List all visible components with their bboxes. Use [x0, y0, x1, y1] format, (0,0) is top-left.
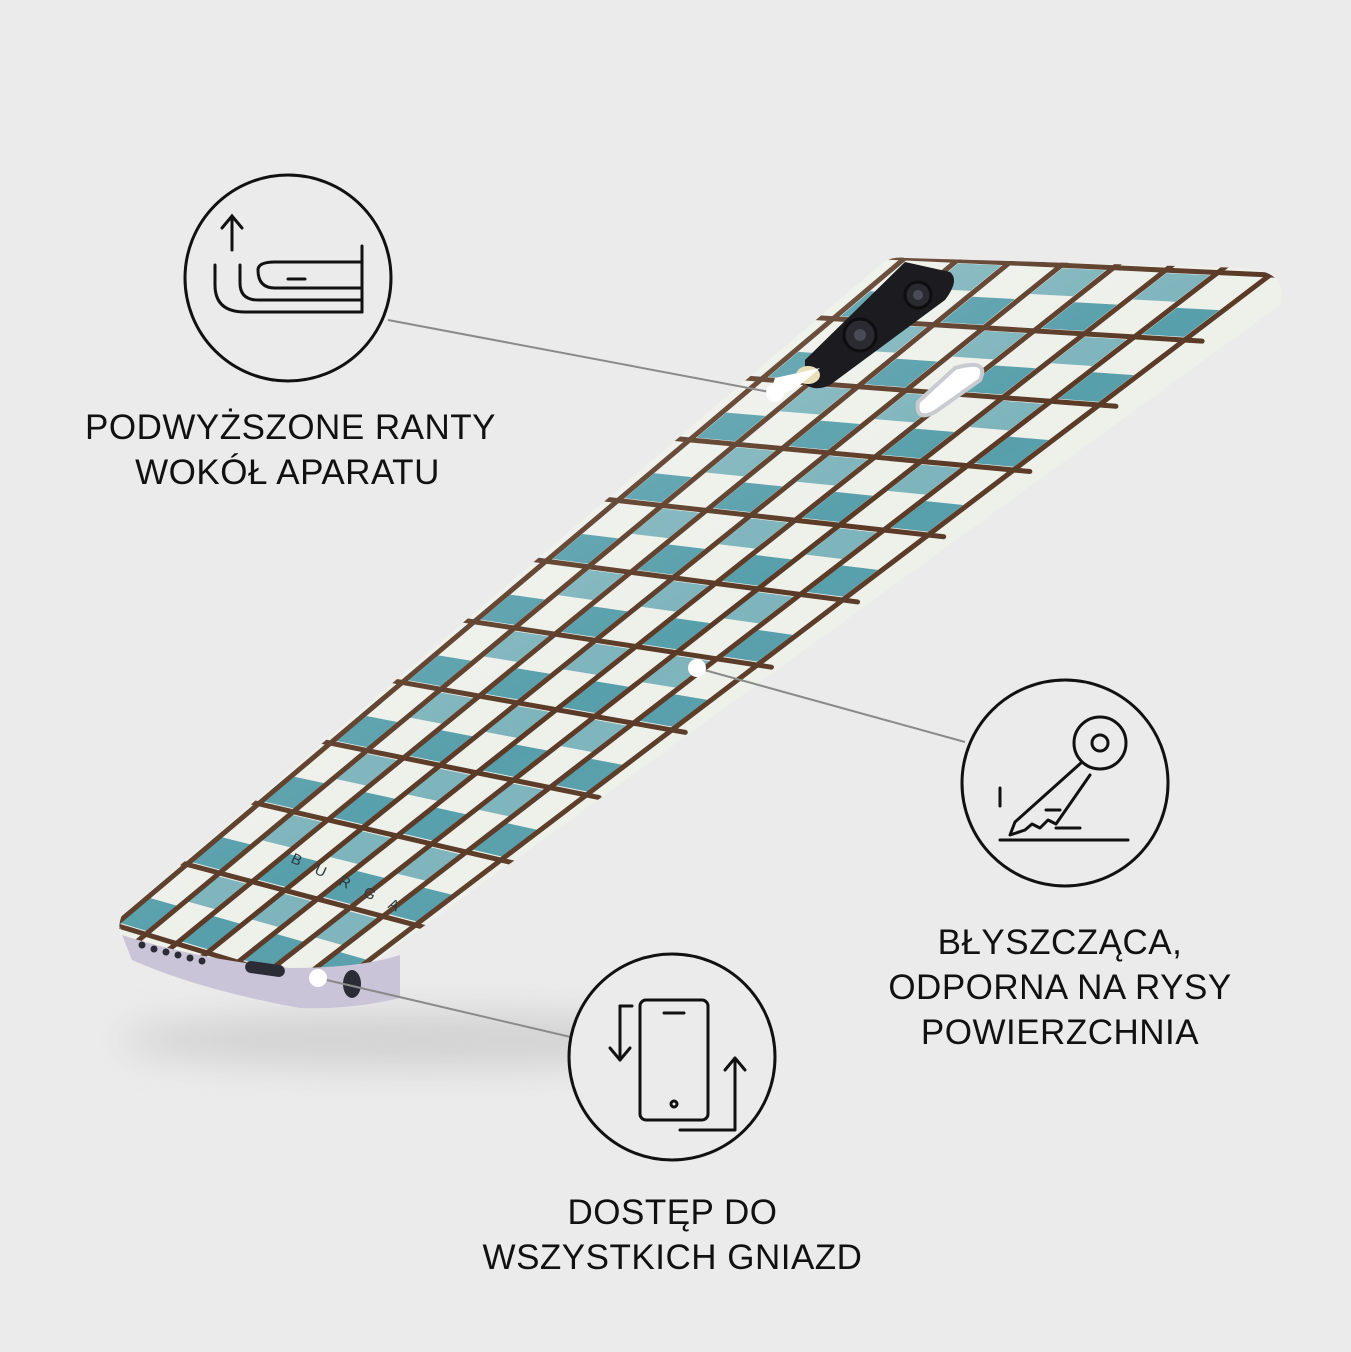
audio-jack — [343, 970, 361, 998]
callout-line-surface — [696, 667, 966, 743]
caption-line: WSZYSTKICH GNIAZD — [482, 1238, 863, 1277]
caption-line: DOSTĘP DO — [567, 1193, 778, 1232]
caption-line: BŁYSZCZĄCA, — [937, 923, 1183, 962]
raised-edge-icon — [213, 213, 364, 314]
raised-edge-badge — [183, 173, 393, 383]
caption-line: WOKÓŁ APARATU — [135, 453, 440, 492]
callout-dot-surface — [688, 659, 706, 677]
phone-rotate-icon — [608, 998, 747, 1132]
phone-case: BURGA — [119, 257, 1282, 1009]
caption-raised-edges: PODWYŻSZONE RANTY WOKÓŁ APARATU — [85, 405, 497, 495]
callout-lines — [317, 319, 966, 1039]
caption-line: PODWYŻSZONE RANTY — [85, 408, 497, 447]
caption-scratch-resistant: BŁYSZCZĄCA, ODPORNA NA RYSY POWIERZCHNIA — [880, 920, 1240, 1055]
camera-module — [770, 262, 985, 418]
callout-dot-camera — [766, 384, 784, 402]
caption-line: POWIERZCHNIA — [920, 1013, 1200, 1052]
speaker-grille — [138, 941, 206, 965]
fingerprint-cutout — [915, 363, 985, 418]
callout-line-camera — [387, 319, 776, 394]
phone-rotate-badge — [567, 952, 777, 1162]
usb-port — [245, 961, 285, 977]
caption-port-access: DOSTĘP DO WSZYSTKICH GNIAZD — [470, 1190, 875, 1280]
key-scratch-badge — [960, 678, 1170, 888]
key-scratch-icon — [998, 715, 1130, 842]
callout-dot-ports — [309, 969, 327, 987]
callout-dots — [309, 384, 784, 987]
callout-line-ports — [317, 977, 576, 1039]
caption-line: ODPORNA NA RYSY — [888, 968, 1232, 1007]
